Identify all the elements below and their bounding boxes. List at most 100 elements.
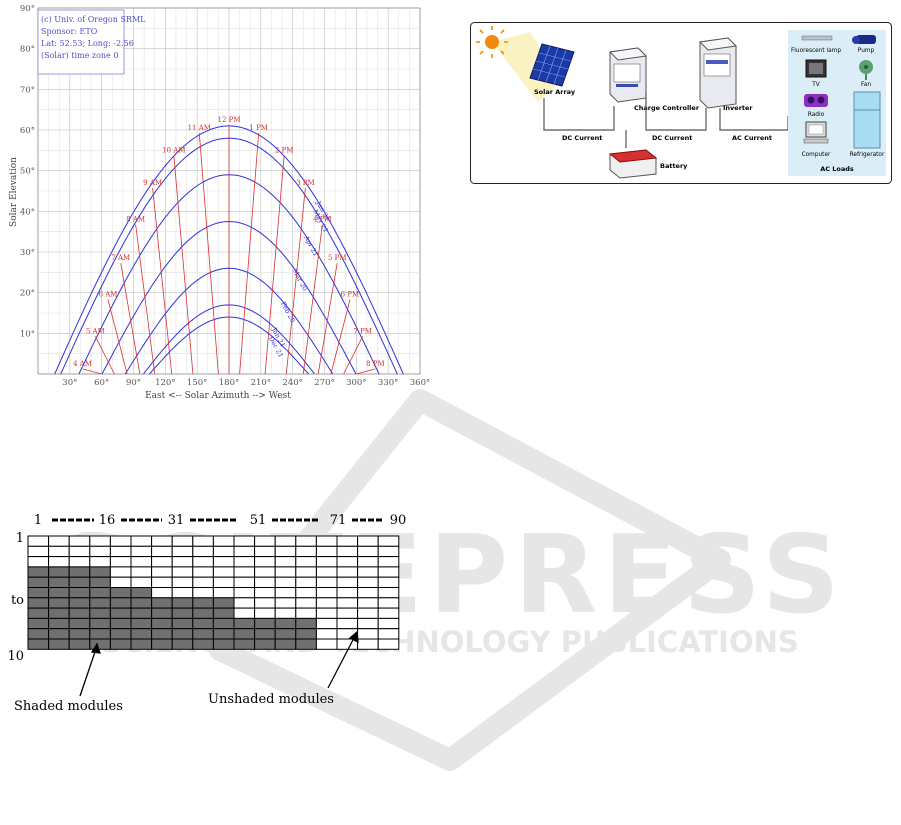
hour-label: 10 AM	[162, 146, 185, 154]
ac-loads-label: AC Loads	[820, 165, 854, 173]
unshaded-module	[295, 545, 317, 558]
shaded-module	[212, 597, 235, 609]
unshaded-modules-label: Unshaded modules	[208, 692, 334, 707]
unshaded-module	[336, 617, 359, 630]
shaded-module	[130, 638, 153, 650]
shaded-module	[274, 617, 297, 630]
x-tick-label: 240°	[282, 378, 302, 388]
hour-label: 6 AM	[99, 291, 118, 299]
hour-line	[239, 132, 260, 375]
shaded-module	[130, 587, 153, 599]
shaded-module	[68, 576, 91, 588]
unshaded-module	[377, 576, 400, 588]
info-line: (Solar) time zone 0	[41, 51, 118, 60]
charge-controller-label: Charge Controller	[634, 104, 700, 112]
unshaded-module	[274, 566, 297, 578]
load-label: Fluorescent lamp	[791, 48, 841, 54]
shaded-module	[151, 638, 173, 650]
shaded-module	[48, 597, 70, 609]
hour-line	[330, 299, 351, 375]
shaded-module	[192, 607, 214, 619]
unshaded-module	[315, 556, 338, 568]
shaded-module	[151, 607, 173, 619]
top-label: 90	[390, 513, 407, 528]
x-tick-label: 60°	[94, 378, 109, 388]
unshaded-module	[357, 566, 379, 578]
unshaded-module	[274, 545, 297, 558]
unshaded-module	[274, 587, 297, 599]
solar-array-label: Solar Array	[534, 88, 576, 96]
info-line: (c) Univ. of Oregon SRML	[41, 15, 146, 24]
unshaded-module	[274, 556, 297, 568]
unshaded-module	[212, 566, 235, 578]
hour-label: 5 AM	[86, 327, 105, 335]
unshaded-module	[295, 535, 317, 547]
hour-label: 5 PM	[328, 254, 347, 262]
unshaded-module	[357, 556, 379, 568]
unshaded-module	[171, 556, 194, 568]
left-label: 1	[16, 531, 24, 546]
hour-line	[285, 187, 306, 375]
unshaded-module	[357, 607, 379, 619]
unshaded-module	[212, 545, 235, 558]
shaded-module	[212, 628, 235, 640]
y-tick-label: 10°	[20, 329, 35, 339]
chart-axes: 30°60°90°120°150°180°210°240°270°300°330…	[20, 4, 430, 388]
unshaded-module	[295, 587, 317, 599]
fan-icon	[859, 60, 873, 80]
unshaded-module	[171, 576, 194, 588]
shaded-module	[109, 607, 132, 619]
shaded-module	[89, 638, 111, 650]
hour-line	[356, 368, 376, 375]
unshaded-module	[212, 576, 235, 588]
unshaded-module	[151, 545, 173, 558]
unshaded-module	[295, 607, 317, 619]
hour-label: 7 AM	[111, 254, 130, 262]
shaded-module	[27, 628, 50, 640]
unshaded-module	[377, 628, 400, 640]
unshaded-module	[130, 535, 153, 547]
unshaded-module	[336, 566, 359, 578]
unshaded-module	[315, 597, 338, 609]
unshaded-module	[233, 566, 256, 578]
y-tick-label: 80°	[20, 45, 35, 55]
shaded-module	[89, 607, 111, 619]
unshaded-module	[233, 607, 256, 619]
unshaded-module	[357, 576, 379, 588]
unshaded-module	[377, 566, 400, 578]
shaded-module	[151, 617, 173, 630]
unshaded-module	[315, 638, 338, 650]
shaded-module	[233, 638, 256, 650]
x-tick-label: 210°	[251, 378, 271, 388]
unshaded-module	[109, 566, 132, 578]
unshaded-module	[254, 587, 276, 599]
unshaded-module	[171, 535, 194, 547]
left-label: 10	[7, 649, 24, 664]
unshaded-module	[233, 576, 256, 588]
unshaded-module	[336, 545, 359, 558]
unshaded-module	[315, 576, 338, 588]
shaded-module	[48, 576, 70, 588]
unshaded-module	[377, 638, 400, 650]
inverter-label: Inverter	[723, 104, 753, 112]
hour-line	[152, 187, 173, 375]
hour-label: 7 PM	[353, 327, 372, 335]
unshaded-module	[357, 587, 379, 599]
refrigerator-icon	[853, 91, 881, 149]
shaded-module	[109, 597, 132, 609]
hour-label: 2 PM	[275, 146, 294, 154]
shaded-module	[233, 628, 256, 640]
hour-line	[198, 132, 219, 375]
top-label: 1	[34, 513, 42, 528]
x-tick-label: 330°	[378, 378, 398, 388]
hour-line	[82, 368, 102, 375]
load-label: Refrigerator	[850, 152, 885, 158]
unshaded-module	[130, 576, 153, 588]
battery-label: Battery	[660, 162, 688, 170]
shaded-module	[89, 597, 111, 609]
unshaded-module	[109, 535, 132, 547]
hour-line	[343, 336, 364, 375]
shaded-module	[151, 628, 173, 640]
unshaded-module	[274, 576, 297, 588]
